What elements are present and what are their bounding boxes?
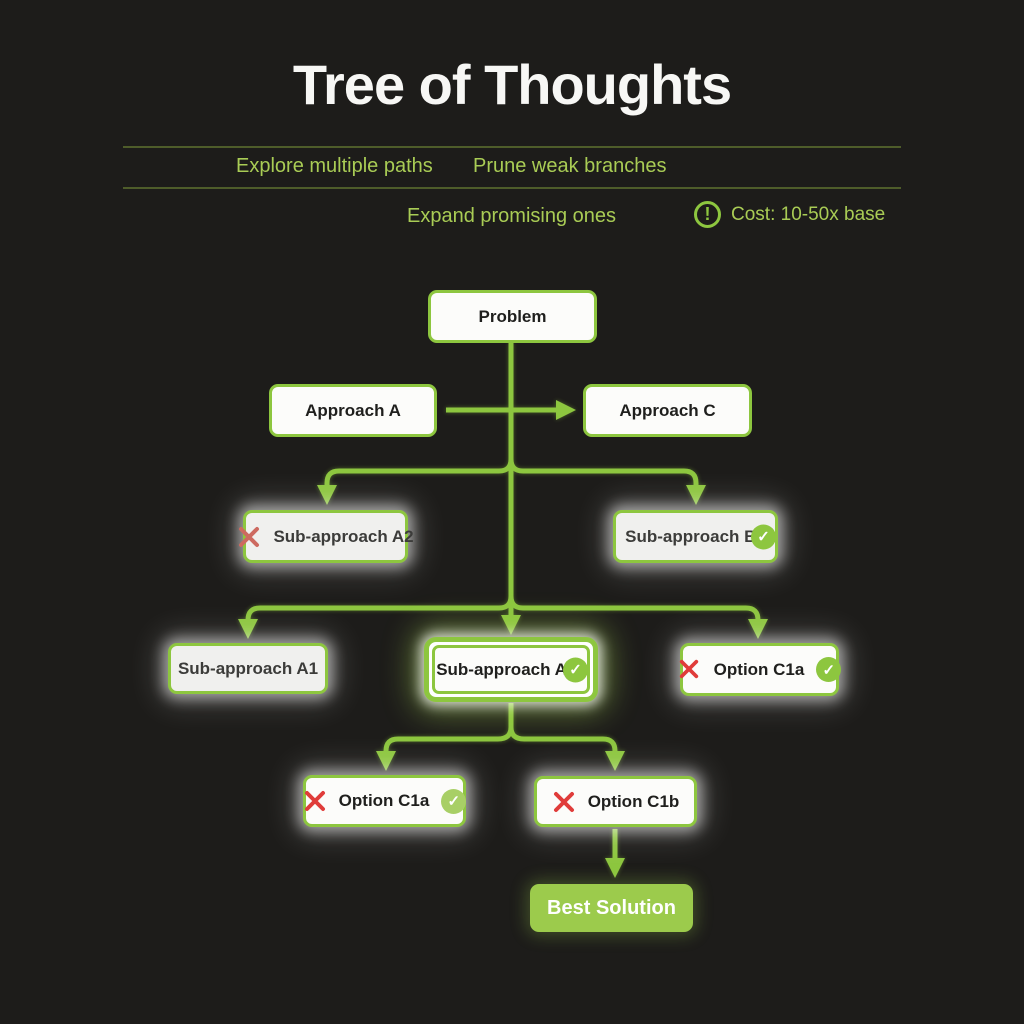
node-label: Best Solution bbox=[547, 896, 676, 919]
check-circle-icon: ✓ bbox=[816, 657, 842, 682]
node-sub-approach-a2: Sub-approach A2 bbox=[239, 510, 414, 563]
node-option-c1a-low: Option C1a ✓ bbox=[303, 775, 467, 827]
header-bullet-prune: Prune weak branches bbox=[473, 155, 667, 177]
node-label: Sub-approach A2 bbox=[273, 526, 414, 546]
node-label: Sub-approach B1 bbox=[625, 526, 766, 546]
check-circle-icon: ✓ bbox=[441, 788, 467, 814]
x-icon bbox=[678, 658, 702, 682]
divider-top bbox=[123, 146, 901, 148]
x-icon bbox=[552, 790, 576, 814]
node-option-c1b: Option C1b bbox=[534, 776, 697, 827]
node-sub-approach-a1: Sub-approach A1 bbox=[168, 643, 328, 694]
node-label: Sub-approach A22 bbox=[436, 659, 586, 679]
alert-circle-icon: ! bbox=[694, 201, 721, 228]
node-best-solution: Best Solution bbox=[530, 884, 693, 932]
header-bullet-explore: Explore multiple paths bbox=[236, 155, 433, 177]
node-label: Option C1a bbox=[713, 659, 805, 679]
node-label: Approach A bbox=[305, 400, 401, 420]
node-sub-approach-a22: Sub-approach A22 ✓ bbox=[424, 637, 598, 702]
check-circle-icon: ✓ bbox=[563, 657, 588, 682]
header-bullet-expand: Expand promising ones bbox=[407, 205, 617, 227]
node-sub-approach-a22-inner: Sub-approach A22 ✓ bbox=[432, 645, 590, 694]
node-label: Option C1a bbox=[338, 791, 430, 810]
node-label: Problem bbox=[478, 306, 547, 326]
x-icon bbox=[303, 789, 327, 813]
node-label: Approach C bbox=[619, 400, 716, 420]
node-sub-approach-b1: Sub-approach B1 ✓ bbox=[613, 510, 778, 563]
page-title: Tree of Thoughts bbox=[292, 53, 732, 116]
divider-bottom bbox=[123, 187, 901, 189]
check-circle-icon: ✓ bbox=[751, 524, 776, 549]
cost-label: Cost: 10-50x base bbox=[731, 203, 886, 225]
node-option-c1a-mid: Option C1a ✓ bbox=[678, 643, 842, 696]
x-icon bbox=[237, 525, 261, 549]
node-label: Option C1b bbox=[587, 791, 680, 811]
node-label: Sub-approach A1 bbox=[177, 658, 319, 678]
node-problem: Problem bbox=[428, 290, 597, 343]
node-approach-c: Approach C bbox=[583, 384, 752, 437]
node-approach-a: Approach A bbox=[269, 384, 437, 437]
cost-callout: ! Cost: 10-50x base bbox=[694, 201, 885, 228]
